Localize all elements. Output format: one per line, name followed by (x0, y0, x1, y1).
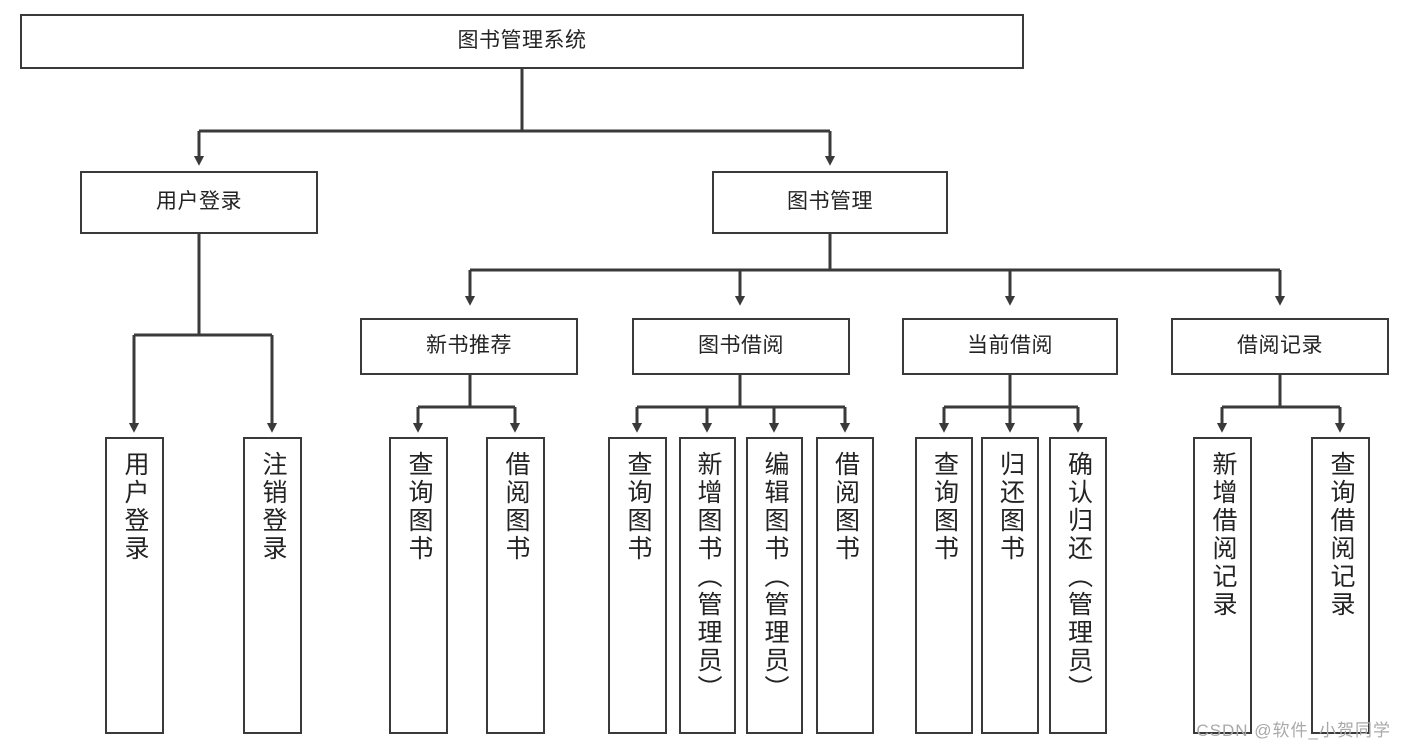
node-user-login[interactable]: 用户登录 (80, 171, 318, 234)
node-book-management-label: 图书管理 (787, 190, 873, 214)
node-book-borrow[interactable]: 图书借阅 (632, 318, 850, 375)
node-user-login-label: 用户登录 (156, 190, 242, 214)
leaf-borrow-query-book[interactable]: 查询图书 (608, 437, 667, 734)
leaf-user-login-login[interactable]: 用户登录 (105, 437, 164, 734)
leaf-label: 新增借阅记录 (1209, 451, 1237, 619)
leaf-user-login-logout[interactable]: 注销登录 (243, 437, 302, 734)
watermark: CSDN @软件_小贺同学 (1196, 721, 1391, 740)
leaf-borrow-add-book-admin[interactable]: 新增图书（管理员） (679, 437, 736, 734)
leaf-record-query-record[interactable]: 查询借阅记录 (1311, 437, 1370, 734)
node-new-book-recommend[interactable]: 新书推荐 (360, 318, 578, 375)
leaf-label: 查询图书 (405, 451, 433, 563)
leaf-label: 用户登录 (121, 451, 149, 563)
node-root-label: 图书管理系统 (457, 29, 587, 53)
leaf-current-return-book[interactable]: 归还图书 (981, 437, 1039, 734)
leaf-current-query-book[interactable]: 查询图书 (915, 437, 973, 734)
node-current-borrow-label: 当前借阅 (967, 334, 1053, 358)
node-current-borrow[interactable]: 当前借阅 (902, 318, 1118, 375)
leaf-borrow-edit-book-admin[interactable]: 编辑图书（管理员） (746, 437, 803, 734)
leaf-label: 查询图书 (624, 451, 652, 563)
leaf-label: 新增图书（管理员） (694, 451, 722, 703)
node-borrow-record[interactable]: 借阅记录 (1171, 318, 1389, 375)
leaf-recommend-borrow-book[interactable]: 借阅图书 (486, 437, 545, 734)
leaf-label: 借阅图书 (502, 451, 530, 563)
leaf-label: 归还图书 (996, 451, 1025, 563)
leaf-label: 确认归还（管理员） (1064, 451, 1093, 703)
leaf-label: 借阅图书 (831, 451, 860, 563)
leaf-label: 查询图书 (930, 451, 959, 563)
leaf-label: 编辑图书（管理员） (761, 451, 789, 703)
leaf-borrow-borrow-book[interactable]: 借阅图书 (816, 437, 874, 734)
leaf-label: 查询借阅记录 (1327, 451, 1355, 619)
leaf-record-add-record[interactable]: 新增借阅记录 (1193, 437, 1252, 734)
node-new-book-recommend-label: 新书推荐 (426, 334, 512, 358)
leaf-current-confirm-return-admin[interactable]: 确认归还（管理员） (1049, 437, 1107, 734)
leaf-recommend-query-book[interactable]: 查询图书 (389, 437, 448, 734)
node-borrow-record-label: 借阅记录 (1237, 334, 1323, 358)
node-root[interactable]: 图书管理系统 (20, 14, 1024, 69)
node-book-borrow-label: 图书借阅 (698, 334, 784, 358)
node-book-management[interactable]: 图书管理 (712, 171, 948, 234)
leaf-label: 注销登录 (259, 451, 287, 563)
